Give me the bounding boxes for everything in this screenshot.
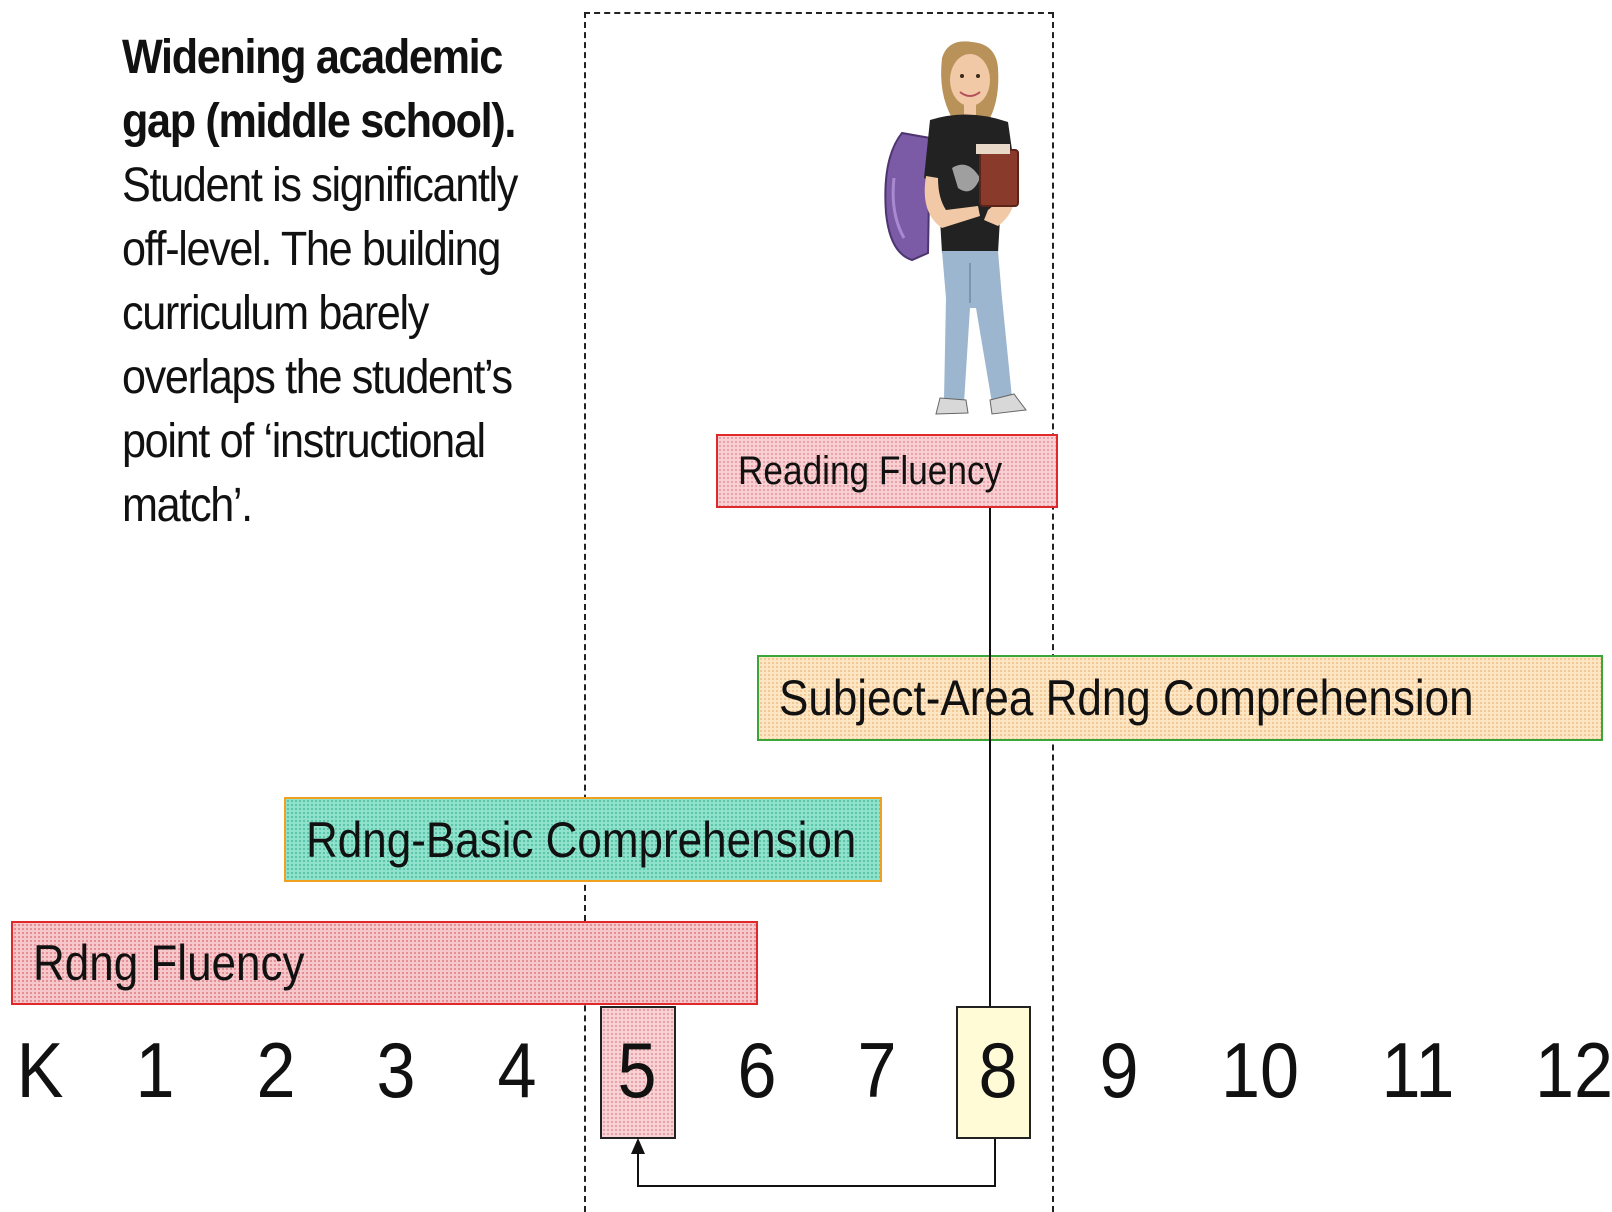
subject-area-comprehension-bar: Subject-Area Rdng Comprehension [757,655,1603,741]
grade-label-6: 6 [737,1026,777,1114]
basic-comprehension-label: Rdng-Basic Comprehension [306,811,857,868]
instructional-window-frame [584,12,1054,1212]
grade-label-3: 3 [376,1026,416,1114]
grade-label-9: 9 [1099,1026,1139,1114]
grade-label-k: K [16,1026,64,1114]
grade-label-5: 5 [617,1026,657,1114]
basic-comprehension-bar: Rdng-Basic Comprehension [284,797,882,882]
caption-title: Widening academic gap (middle school). [122,31,516,148]
grade-label-10: 10 [1220,1026,1300,1114]
grade-label-8: 8 [978,1026,1018,1114]
grade-label-11: 11 [1381,1026,1455,1114]
grade-label-7: 7 [857,1026,897,1114]
student-placement-grade-box [956,1006,1031,1139]
grade-label-4: 4 [497,1026,537,1114]
subject-area-comprehension-label: Subject-Area Rdng Comprehension [779,670,1474,726]
grade-label-12: 12 [1534,1026,1612,1114]
reading-fluency-bar: Rdng Fluency [11,921,758,1005]
student-illustration [884,41,1027,415]
reading-fluency-label: Rdng Fluency [33,935,305,991]
student-instructional-grade-box [600,1006,676,1139]
caption-body: Student is significantly off-level. The … [122,159,518,532]
student-reading-fluency-bar: Reading Fluency [716,434,1058,508]
student-reading-fluency-label: Reading Fluency [738,448,1003,493]
description-caption: Widening academic gap (middle school). S… [122,26,518,538]
grade-label-2: 2 [256,1026,296,1114]
grade-label-1: 1 [135,1026,175,1114]
